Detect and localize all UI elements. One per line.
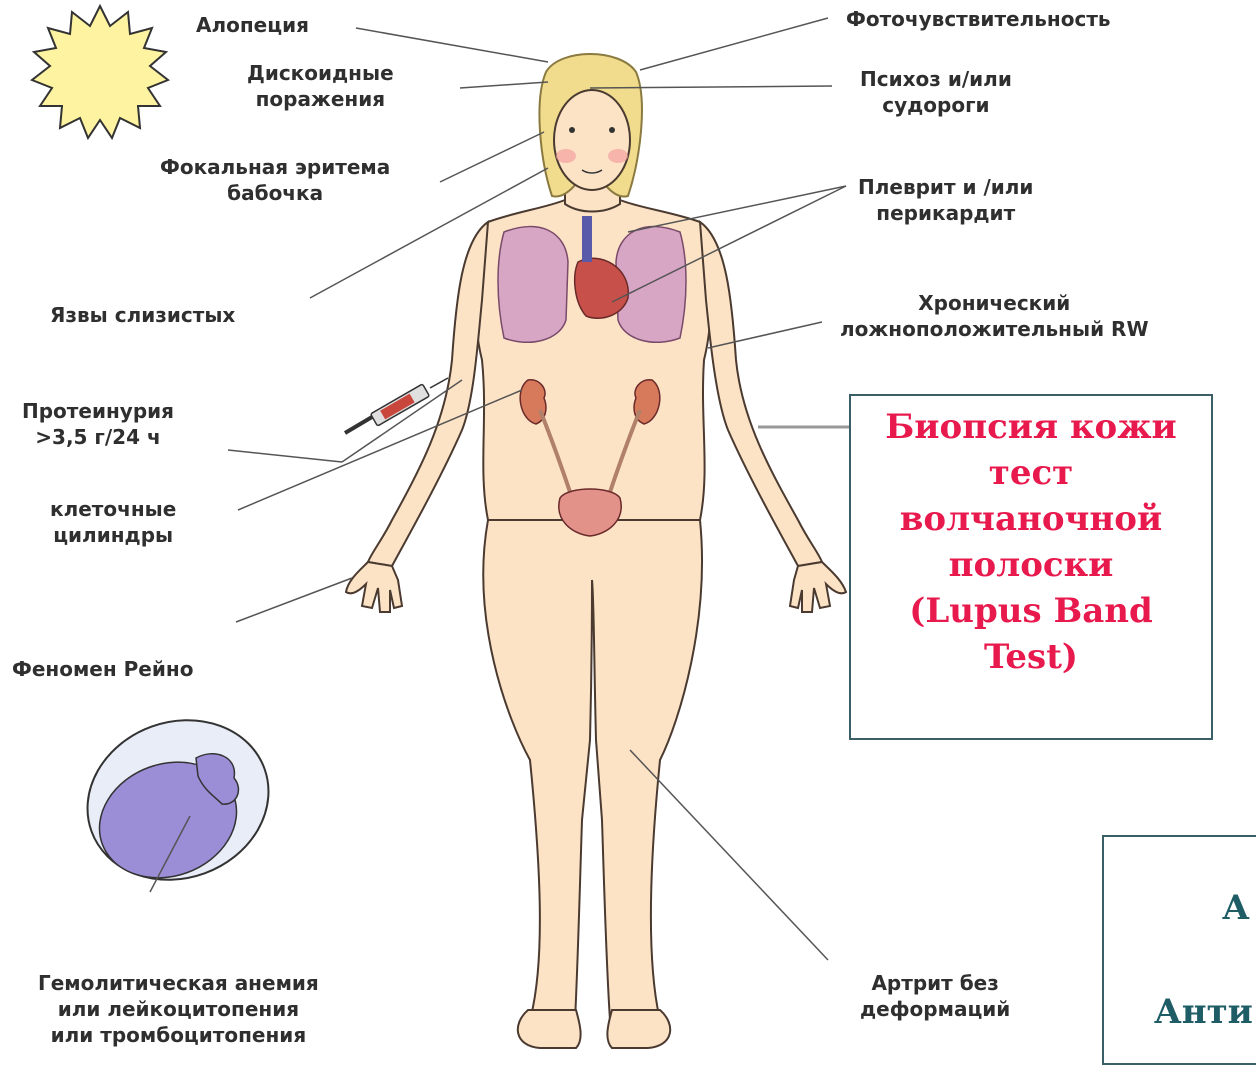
label-mucosal-ulcers: Язвы слизистых	[50, 302, 235, 328]
biopsy-box: Биопсия кожи тест волчаночной полоски (L…	[849, 394, 1213, 740]
label-proteinuria: Протеинурия>3,5 г/24 ч	[22, 398, 174, 450]
label-alopecia: Алопеция	[196, 12, 309, 38]
label-raynaud: Феномен Рейно	[12, 656, 193, 682]
label-photosensitivity: Фоточувствительность	[846, 6, 1111, 32]
partial-box: А Анти	[1102, 835, 1256, 1065]
cell-icon	[65, 695, 291, 905]
sun-icon	[32, 6, 168, 138]
